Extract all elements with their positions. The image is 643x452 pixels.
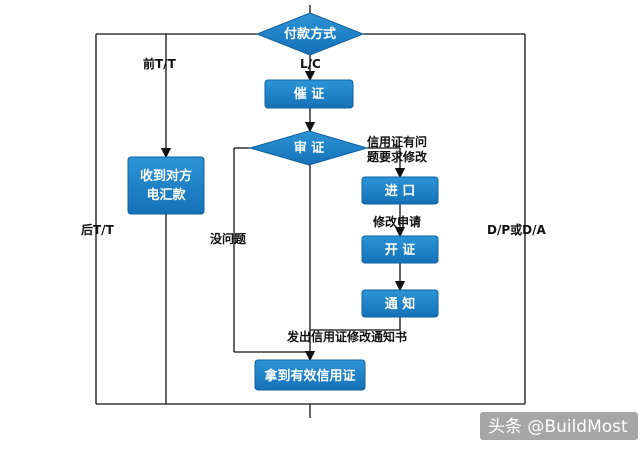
payment-method-label: 付款方式 <box>284 26 336 42</box>
advance-tt-label: 前T/T <box>143 56 177 71</box>
import-node: 进 口 <box>361 176 439 205</box>
no-problem-label: 没问题 <box>210 231 247 246</box>
review-lc-node: 审 证 <box>248 130 369 166</box>
import-label: 进 口 <box>385 184 416 199</box>
after-tt-label: 后T/T <box>81 222 115 237</box>
receive-valid-lc-label: 拿到有效信用证 <box>263 368 355 384</box>
watermark: 头条 @BuildMost <box>480 412 638 440</box>
receive-valid-lc-node: 拿到有效信用证 <box>254 359 366 391</box>
receive-remit-line-2: 电汇款 <box>146 187 186 203</box>
notify-label: 通 知 <box>385 296 416 312</box>
amend-apply-label: 修改申请 <box>372 214 421 229</box>
send-amend-notice-label: 发出信用证修改通知书 <box>286 329 407 344</box>
connector-lines <box>95 5 526 418</box>
urge-lc-node: 催 证 <box>264 79 354 109</box>
notify-node: 通 知 <box>361 289 439 318</box>
issue-label: 开 证 <box>385 243 416 258</box>
problem-label-line-1: 信用证有问 <box>367 134 427 149</box>
issue-node: 开 证 <box>361 235 439 264</box>
payment-method-node: 付款方式 <box>255 12 365 56</box>
review-lc-label: 审 证 <box>294 140 325 156</box>
edge-labels: 前T/T L/C 信用证有问 题要求修改 修改申请 没问题 发出信用证修改通知书… <box>81 56 546 344</box>
problem-label-line-2: 题要求修改 <box>367 149 428 164</box>
receive-remit-node: 收到对方 电汇款 <box>127 156 205 215</box>
urge-lc-label: 催 证 <box>294 86 325 102</box>
dp-da-label: D/P或D/A <box>487 222 546 237</box>
receive-remit-line-1: 收到对方 <box>140 168 192 184</box>
lc-label: L/C <box>300 57 321 71</box>
watermark-text: 头条 @BuildMost <box>488 417 628 437</box>
